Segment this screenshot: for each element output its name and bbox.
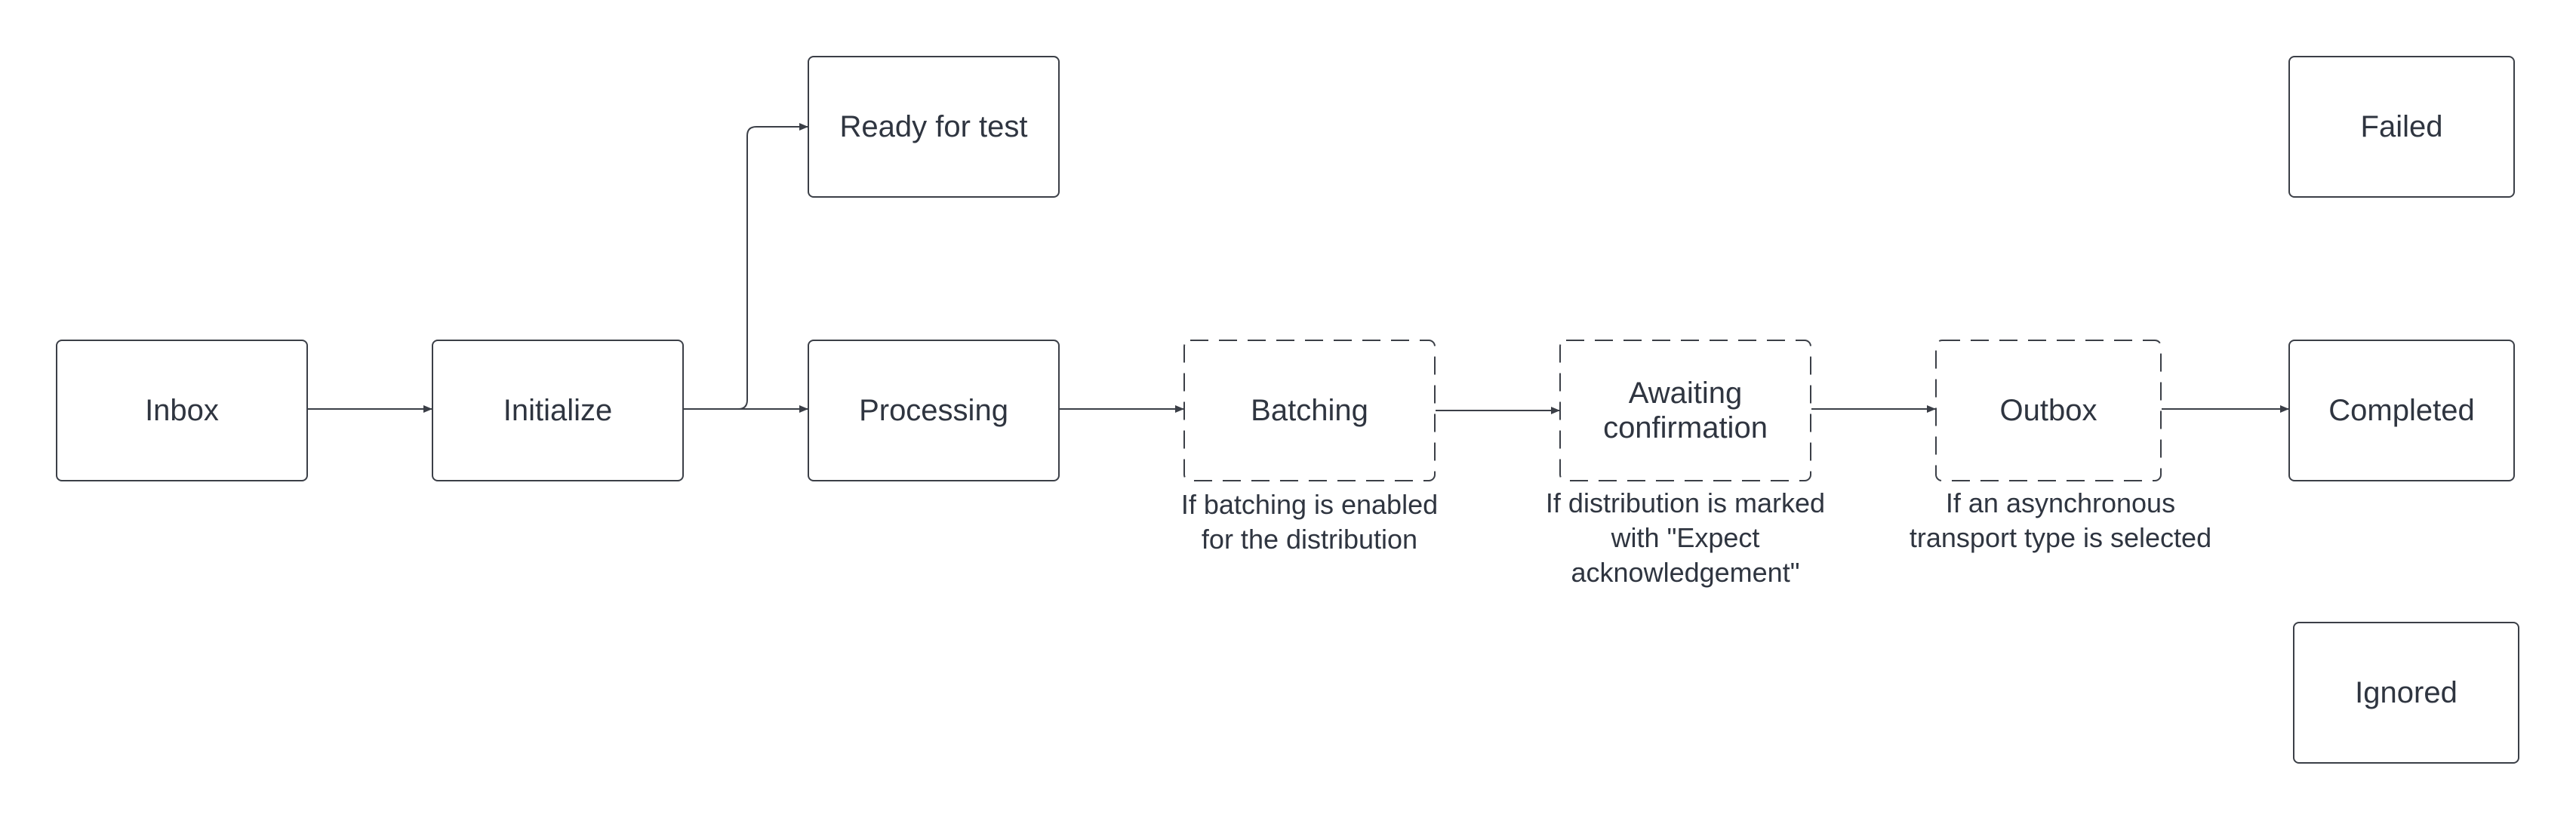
node-outbox-dashed-border: [1935, 340, 2162, 481]
node-completed[interactable]: Completed: [2288, 340, 2515, 481]
node-awaiting-confirmation[interactable]: Awaiting confirmation: [1559, 340, 1811, 481]
node-ignored-label: Ignored: [2355, 676, 2458, 709]
node-outbox[interactable]: Outbox: [1935, 340, 2162, 481]
node-outbox-label: Outbox: [1999, 394, 2097, 427]
node-failed[interactable]: Failed: [2288, 56, 2515, 198]
node-processing-label: Processing: [859, 394, 1008, 427]
note-batching-condition: If batching is enabled for the distribut…: [1180, 489, 1439, 555]
connector-initialize-to-ready-for-test: [684, 123, 808, 410]
note-awaiting-confirmation-condition: If distribution is marked with "Expect a…: [1545, 487, 1826, 588]
node-ready-for-test[interactable]: Ready for test: [808, 56, 1060, 198]
node-batching[interactable]: Batching: [1183, 340, 1436, 481]
node-inbox-label: Inbox: [145, 394, 219, 427]
node-completed-label: Completed: [2328, 394, 2475, 427]
node-initialize-label: Initialize: [503, 394, 613, 427]
node-ignored[interactable]: Ignored: [2293, 622, 2519, 764]
node-initialize[interactable]: Initialize: [432, 340, 684, 481]
node-awaiting-confirmation-label: Awaiting confirmation: [1603, 377, 1768, 444]
node-inbox[interactable]: Inbox: [56, 340, 308, 481]
node-awaiting-confirmation-dashed-border: [1559, 340, 1811, 481]
node-batching-dashed-border: [1183, 340, 1436, 481]
node-failed-label: Failed: [2360, 110, 2443, 143]
note-outbox-condition: If an asynchronous transport type is sel…: [1909, 487, 2212, 553]
node-processing[interactable]: Processing: [808, 340, 1060, 481]
node-batching-label: Batching: [1251, 394, 1368, 427]
node-ready-for-test-label: Ready for test: [839, 110, 1028, 143]
